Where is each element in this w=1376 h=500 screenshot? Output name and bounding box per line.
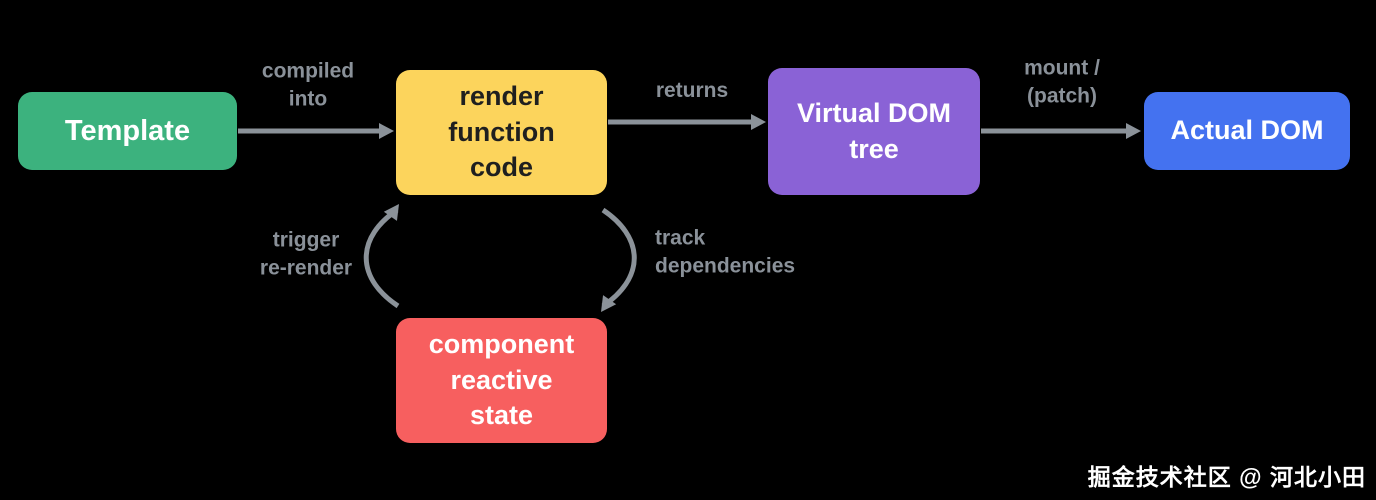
arrow-trigger-rerender — [363, 204, 400, 309]
node-template: Template — [18, 92, 237, 170]
watermark-text: 掘金技术社区 @ 河北小田 — [1087, 464, 1366, 490]
node-actual-dom: Actual DOM — [1144, 92, 1350, 170]
node-virtual-dom-tree: Virtual DOM tree — [768, 68, 980, 195]
edge-label-compiled-into: compiled into — [261, 59, 355, 111]
edge-label-returns: returns — [655, 78, 729, 102]
edge-label-mount-patch: mount / (patch) — [1024, 56, 1100, 108]
node-render-function-code: render function code — [396, 70, 607, 195]
arrow-returns — [608, 114, 766, 130]
arrow-track-dependencies — [601, 207, 637, 312]
edge-label-trigger-rerender: trigger re-render — [259, 228, 353, 280]
arrow-mount — [981, 123, 1141, 139]
edge-label-track-dependencies: track dependencies — [655, 226, 796, 278]
arrow-compile — [238, 123, 394, 139]
node-component-reactive-state: component reactive state — [396, 318, 607, 443]
